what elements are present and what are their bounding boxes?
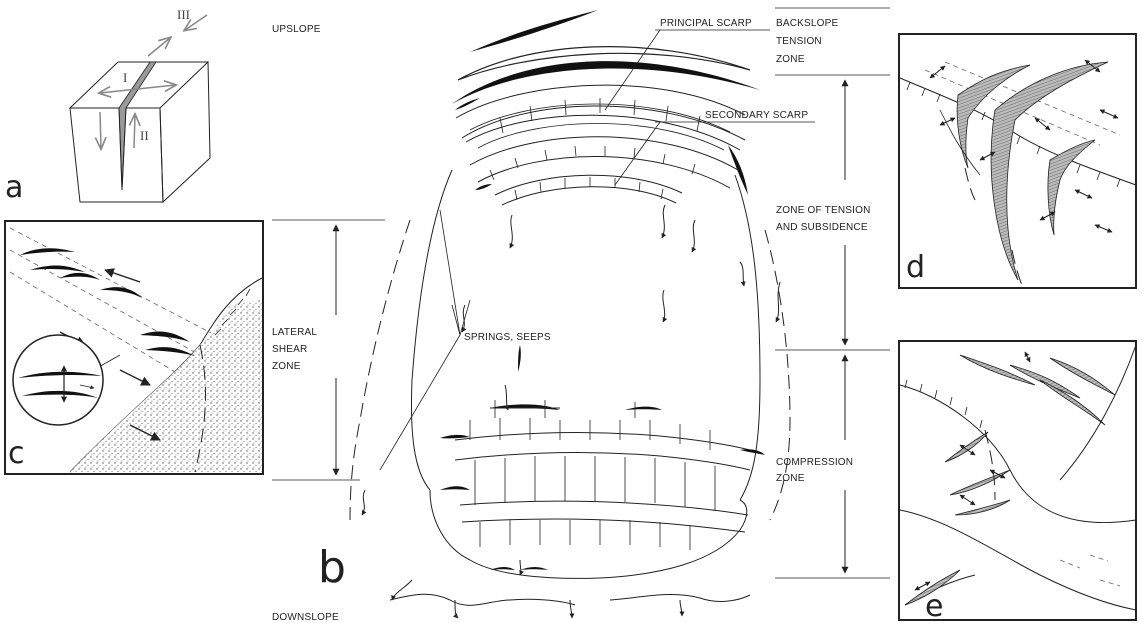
lateral-shear-label-3: ZONE (272, 361, 301, 372)
springs-seeps-label: SPRINGS, SEEPS (464, 332, 551, 343)
magnifier-inset-icon (13, 335, 103, 425)
panel-d-box (899, 34, 1136, 288)
backslope-label-1: BACKSLOPE (776, 18, 839, 29)
mode-i-label: I (123, 70, 127, 85)
panel-letter-a: a (5, 170, 23, 205)
mode-iii-label: III (177, 7, 190, 22)
compression-zone-label-2: ZONE (776, 473, 805, 484)
tension-zone-label-2: AND SUBSIDENCE (776, 222, 868, 233)
zone-brackets (775, 8, 890, 578)
backslope-label-3: ZONE (776, 54, 805, 65)
springs-leader-a (380, 335, 460, 470)
secondary-scarp-leader (615, 122, 660, 185)
principal-scarp-label: PRINCIPAL SCARP (660, 18, 752, 29)
backslope-label-2: TENSION (776, 36, 822, 47)
springs-leader-b (440, 210, 460, 335)
panel-letter-e: e (925, 589, 943, 623)
panel-b-landslide (350, 10, 790, 618)
panel-a-block (70, 15, 210, 202)
panel-letter-c: c (8, 436, 25, 471)
panel-e-box (899, 341, 1136, 620)
panel-letter-b: b (318, 542, 346, 593)
secondary-scarp-label: SECONDARY SCARP (705, 110, 808, 121)
mode-iii-arrow-a-icon (148, 38, 170, 56)
downslope-label: DOWNSLOPE (272, 612, 339, 623)
lateral-shear-label-2: SHEAR (272, 344, 307, 355)
upslope-label: UPSLOPE (272, 24, 321, 35)
lateral-shear-label-1: LATERAL (272, 327, 317, 338)
panel-c-box (5, 221, 263, 474)
mode-ii-label: II (140, 128, 149, 143)
tension-zone-label-1: ZONE OF TENSION (776, 205, 871, 216)
mode-ii-down-arrow-icon (100, 112, 101, 148)
panel-letter-d: d (906, 250, 925, 285)
mode-ii-up-arrow-icon (134, 115, 135, 148)
compression-zone-label-1: COMPRESSION (776, 457, 853, 468)
